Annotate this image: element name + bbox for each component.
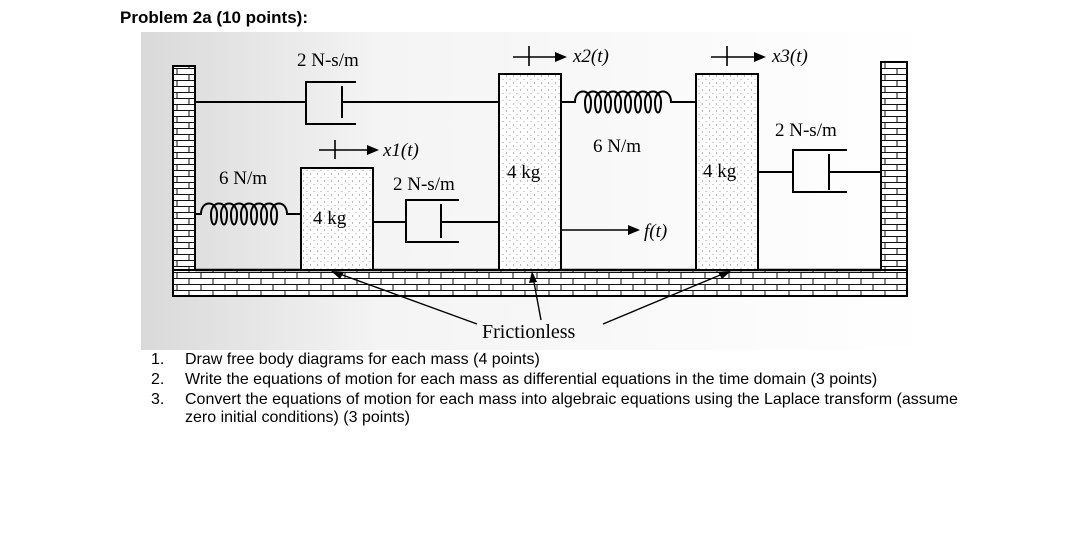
spring-right xyxy=(561,90,696,114)
mass-3-label: 4 kg xyxy=(703,161,737,182)
task-item: 2. Write the equations of motion for eac… xyxy=(151,371,971,389)
right-wall xyxy=(880,61,908,297)
x3-displacement-arrow xyxy=(711,46,766,66)
mass-1-label: 4 kg xyxy=(313,208,347,229)
task-item: 1. Draw free body diagrams for each mass… xyxy=(151,351,971,369)
x1-displacement-arrow xyxy=(319,140,379,159)
damper-middle-label: 2 N-s/m xyxy=(393,174,455,195)
x3-label: x3(t) xyxy=(771,46,808,67)
mass-2 xyxy=(498,73,562,271)
damper-middle xyxy=(373,199,499,243)
task-number: 3. xyxy=(151,391,165,408)
task-number: 2. xyxy=(151,371,165,388)
force-arrow xyxy=(561,225,640,235)
x2-displacement-arrow xyxy=(513,46,567,66)
problem-title: Problem 2a (10 points): xyxy=(120,8,308,27)
damper-right-label: 2 N-s/m xyxy=(775,120,837,141)
frictionless-label: Frictionless xyxy=(482,321,576,343)
task-item: 3. Convert the equations of motion for e… xyxy=(151,391,971,427)
x2-label: x2(t) xyxy=(572,46,609,67)
task-text: Write the equations of motion for each m… xyxy=(185,371,878,388)
mass-3 xyxy=(695,73,759,271)
task-text: Convert the equations of motion for each… xyxy=(185,391,958,426)
damper-top-label: 2 N-s/m xyxy=(297,50,359,71)
left-wall xyxy=(172,65,196,297)
ground-and-walls xyxy=(172,61,908,297)
task-text: Draw free body diagrams for each mass (4… xyxy=(185,351,540,368)
spring-right-label: 6 N/m xyxy=(593,136,641,157)
spring-left-label: 6 N/m xyxy=(219,168,267,189)
damper-top xyxy=(195,81,499,125)
mechanical-system-diagram: 2 N-s/m 6 N/m 2 N-s/m 6 N/m 2 N-s/m 4 kg… xyxy=(141,32,935,350)
x1-label: x1(t) xyxy=(382,140,419,161)
force-label: f(t) xyxy=(644,221,667,242)
spring-left xyxy=(195,202,301,226)
floor xyxy=(172,269,908,297)
damper-right xyxy=(758,149,881,193)
task-number: 1. xyxy=(151,351,165,368)
task-list: 1. Draw free body diagrams for each mass… xyxy=(151,351,971,429)
mass-2-label: 4 kg xyxy=(507,162,541,183)
frictionless-pointers xyxy=(331,271,731,325)
mass-1 xyxy=(300,167,374,271)
